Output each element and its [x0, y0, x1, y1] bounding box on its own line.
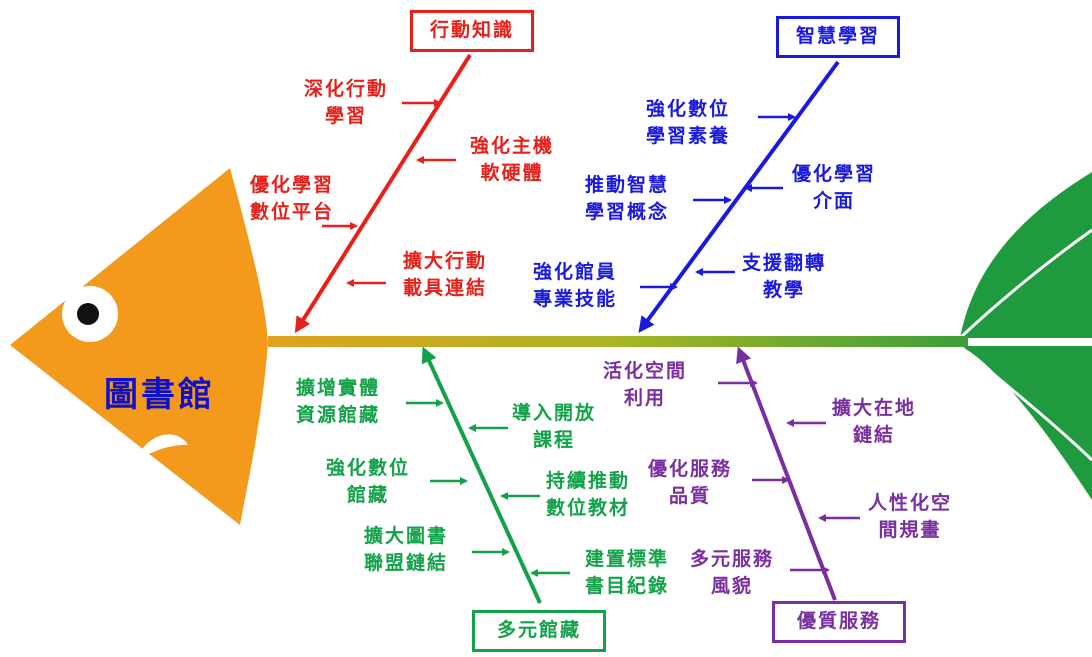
cause-label: 推動智慧學習概念: [585, 174, 670, 223]
cause-label: 建置標準書目紀錄: [585, 548, 670, 597]
cause-label: 活化空間利用: [603, 360, 688, 409]
fish-head-label: 圖書館: [104, 375, 215, 415]
cause-label: 優化學習數位平台: [250, 174, 335, 223]
cause-label: 人性化空間規畫: [868, 492, 953, 541]
cause-label: 持續推動數位教材: [546, 470, 631, 519]
cause-label: 強化主機軟硬體: [470, 135, 555, 184]
cause-label: 導入開放課程: [512, 402, 597, 451]
fish-eye-pupil: [77, 303, 99, 325]
cause-label: 擴大在地鏈結: [832, 397, 917, 446]
cause-label: 支援翻轉教學: [742, 252, 827, 301]
fish-head-shape: [10, 168, 268, 525]
cause-label: 強化數位館藏: [326, 457, 411, 506]
cause-label: 多元服務風貌: [690, 548, 775, 597]
fish-spine: [268, 336, 968, 347]
fish-tail-upper: [960, 172, 1092, 338]
cause-label: 強化數位學習素養: [646, 98, 731, 147]
cause-label: 優化服務品質: [648, 458, 733, 507]
bone-green: [421, 346, 542, 604]
category-box-smart-learning: 智慧學習: [776, 16, 900, 58]
cause-label: 擴大行動載具連結: [403, 250, 488, 299]
cause-label: 擴增實體資源館藏: [296, 377, 381, 426]
cause-label: 擴大圖書聯盟鏈結: [364, 525, 449, 574]
fish-mouth-shape: [135, 434, 188, 462]
cause-label: 強化館員專業技能: [533, 261, 618, 310]
cause-label: 深化行動學習: [304, 78, 389, 127]
category-box-quality-service: 優質服務: [772, 601, 906, 643]
cause-label: 優化學習介面: [792, 163, 877, 212]
category-box-mobile-knowledge: 行動知識: [410, 10, 534, 52]
category-box-diverse-collection: 多元館藏: [472, 610, 606, 652]
fish-tail-lower: [960, 346, 1092, 500]
